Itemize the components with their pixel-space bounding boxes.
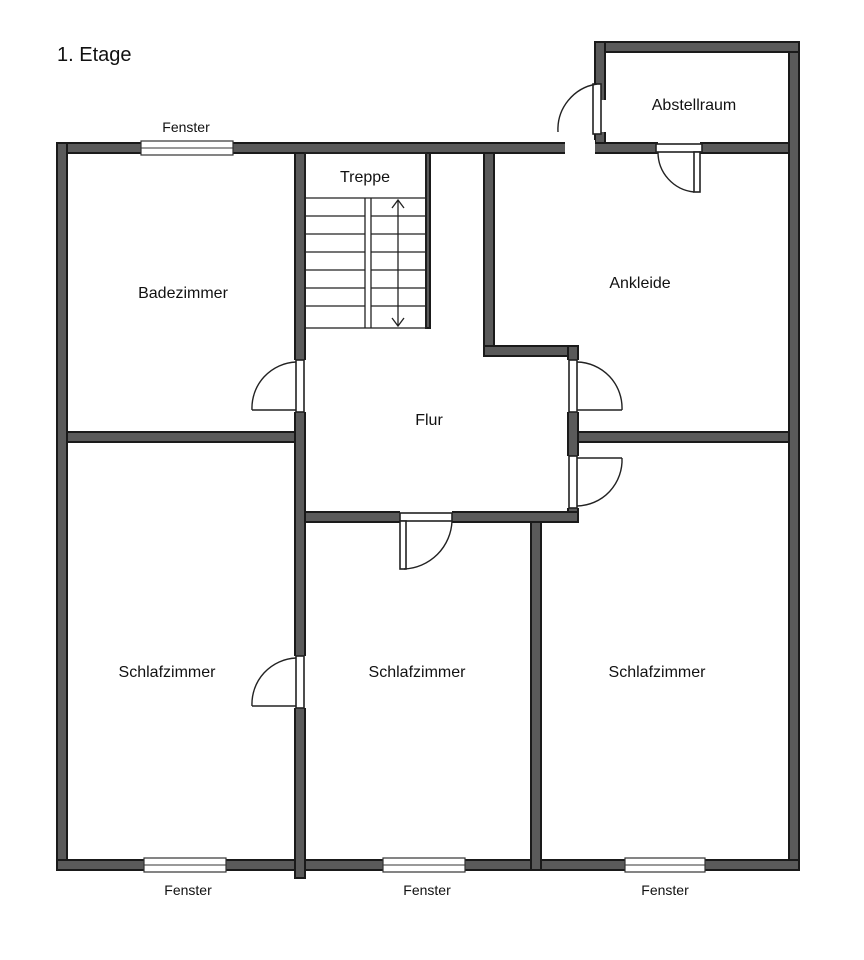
door-badezimmer [251, 359, 305, 413]
room-label-flur: Flur [415, 412, 443, 429]
window-bottom-middle [382, 857, 466, 873]
wall-bad-flur [294, 152, 306, 879]
floor-title: 1. Etage [57, 44, 132, 66]
room-label-ankleide: Ankleide [609, 275, 670, 292]
door-abstellraum-outer [557, 83, 602, 135]
room-label-badezimmer: Badezimmer [138, 285, 228, 302]
window-label-bottom-right: Fenster [641, 882, 689, 898]
wall-sz-middle-right [530, 511, 542, 871]
window-top [140, 140, 234, 156]
stair-direction-arrow [391, 198, 405, 328]
window-label-bottom-middle: Fenster [403, 882, 451, 898]
wall-ankleide-bottom [577, 431, 790, 443]
window-label-bottom-left: Fenster [164, 882, 212, 898]
room-label-treppe: Treppe [340, 169, 390, 186]
door-ankleide-abstellraum [655, 143, 703, 193]
outer-wall-right [788, 41, 800, 871]
wall-bad-bottom [66, 431, 296, 443]
window-label-top: Fenster [162, 119, 210, 135]
window-bottom-right [624, 857, 706, 873]
wall-openings [292, 100, 700, 708]
door-schlafzimmer-right [568, 455, 623, 509]
walls [56, 41, 800, 879]
abstellraum-wall-top [594, 41, 800, 53]
window-bottom-left [143, 857, 227, 873]
room-label-schlafzimmer-middle: Schlafzimmer [369, 664, 467, 681]
door-schlafzimmer-left [251, 655, 305, 709]
wall-ankleide-notch [483, 345, 579, 357]
outer-wall-left [56, 142, 68, 871]
room-label-schlafzimmer-left: Schlafzimmer [119, 664, 217, 681]
wall-ankleide-left [483, 152, 495, 357]
stairs [305, 197, 426, 328]
door-ankleide-flur [568, 359, 623, 413]
room-label-abstellraum: Abstellraum [652, 97, 736, 114]
door-schlafzimmer-middle [399, 512, 453, 570]
room-label-schlafzimmer-right: Schlafzimmer [609, 664, 707, 681]
